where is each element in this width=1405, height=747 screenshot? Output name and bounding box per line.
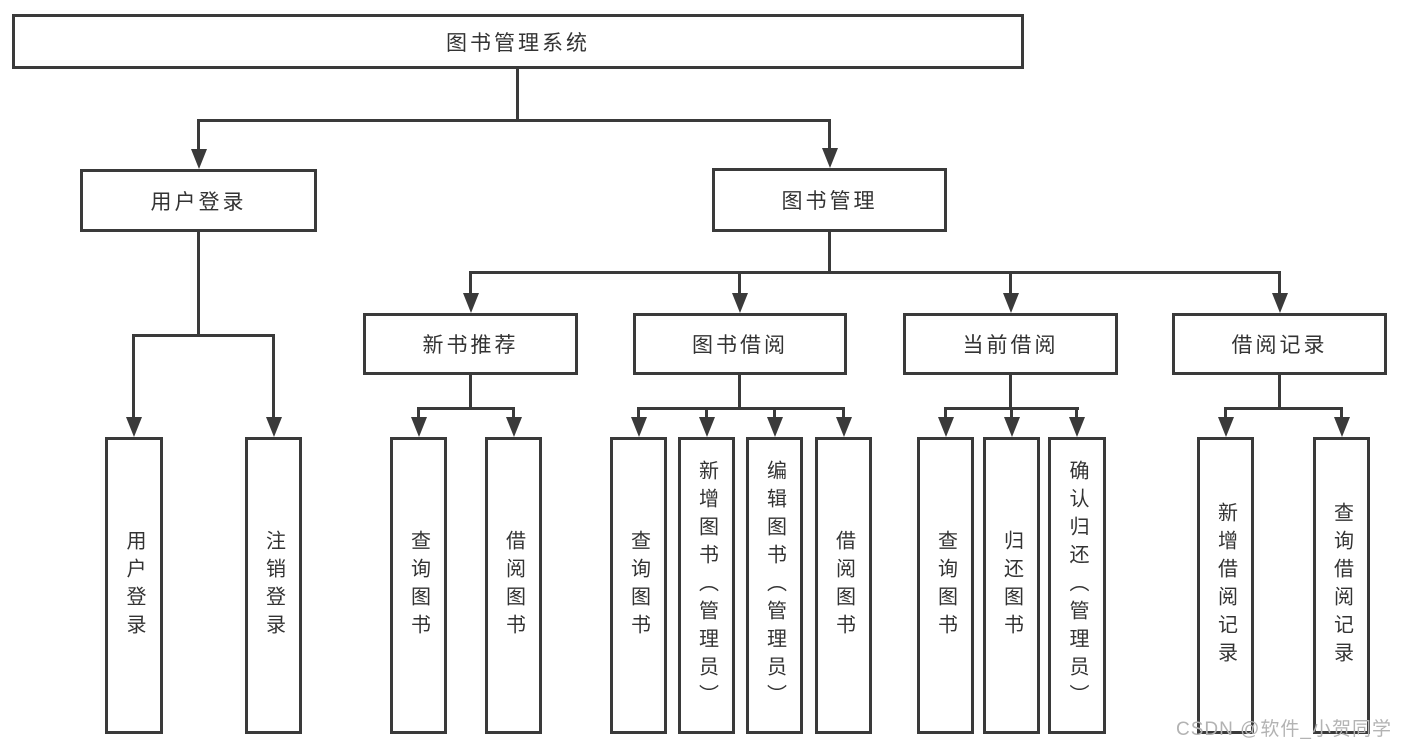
conn-newbooks-bar <box>417 407 515 410</box>
arrow-down-icon-current-query <box>937 417 954 437</box>
arrow-down-icon-records-query <box>1333 417 1350 437</box>
conn-currentborrow-stub-2 <box>1010 407 1013 418</box>
node-current-borrow-label: 当前借阅 <box>962 334 1059 357</box>
conn-userlogin-bar <box>132 334 275 337</box>
node-book-borrow: 图书借阅 <box>633 313 847 375</box>
conn-userlogin-stub-1 <box>132 334 135 418</box>
arrow-down-icon-leaf-logout <box>265 417 282 437</box>
leaf-borrow-add-admin: 新增图书（管理员） <box>678 437 735 734</box>
conn-bookmgmt-stub-2 <box>738 271 741 294</box>
node-root-label: 图书管理系统 <box>446 31 590 55</box>
leaf-borrow-borrow-label: 借阅图书 <box>832 529 855 642</box>
node-borrow-records-label: 借阅记录 <box>1231 334 1328 357</box>
arrow-down-icon-borrow-edit <box>766 417 783 437</box>
leaf-user-login: 用户登录 <box>105 437 163 734</box>
conn-bookborrow-stub-3 <box>773 407 776 418</box>
leaf-newbooks-borrow: 借阅图书 <box>485 437 542 734</box>
leaf-newbooks-query-label: 查询图书 <box>407 529 430 642</box>
node-new-book-recommend-label: 新书推荐 <box>422 334 519 357</box>
conn-bookmgmt-stub-1 <box>469 271 472 294</box>
conn-newbooks-stub-2 <box>512 407 515 418</box>
leaf-current-return: 归还图书 <box>983 437 1040 734</box>
leaf-borrow-edit-admin: 编辑图书（管理员） <box>746 437 803 734</box>
leaf-newbooks-query: 查询图书 <box>390 437 447 734</box>
arrow-down-icon-borrow-records <box>1271 293 1288 313</box>
leaf-borrow-borrow: 借阅图书 <box>815 437 872 734</box>
arrow-down-icon-book-borrow <box>731 293 748 313</box>
arrow-down-icon-leaf-user-login <box>125 417 142 437</box>
conn-currentborrow-vertical <box>1009 375 1012 408</box>
leaf-borrow-query-label: 查询图书 <box>627 529 650 642</box>
arrow-down-icon-new-books <box>462 293 479 313</box>
conn-root-bar <box>197 119 831 122</box>
conn-bookborrow-stub-4 <box>842 407 845 418</box>
arrow-down-icon-newbooks-borrow <box>505 417 522 437</box>
arrow-down-icon-current-borrow <box>1002 293 1019 313</box>
conn-root-stub-left <box>197 119 200 150</box>
leaf-logout: 注销登录 <box>245 437 302 734</box>
node-user-login-label: 用户登录 <box>150 190 247 214</box>
conn-bookmgmt-bar <box>469 271 1281 274</box>
leaf-records-add-label: 新增借阅记录 <box>1214 501 1237 670</box>
arrow-down-icon-current-confirm <box>1068 417 1085 437</box>
conn-currentborrow-stub-1 <box>944 407 947 418</box>
node-book-management: 图书管理 <box>712 168 947 232</box>
leaf-records-query-label: 查询借阅记录 <box>1330 501 1353 670</box>
node-root: 图书管理系统 <box>12 14 1024 69</box>
conn-records-bar <box>1224 407 1343 410</box>
conn-userlogin-stub-2 <box>272 334 275 418</box>
conn-bookborrow-stub-2 <box>705 407 708 418</box>
arrow-down-icon-newbooks-query <box>410 417 427 437</box>
leaf-current-confirm-admin-label: 确认归还（管理员） <box>1066 459 1088 712</box>
leaf-logout-label: 注销登录 <box>262 529 285 642</box>
leaf-current-confirm-admin: 确认归还（管理员） <box>1048 437 1106 734</box>
node-current-borrow: 当前借阅 <box>903 313 1118 375</box>
leaf-records-query: 查询借阅记录 <box>1313 437 1370 734</box>
leaf-current-query: 查询图书 <box>917 437 974 734</box>
leaf-records-add: 新增借阅记录 <box>1197 437 1254 734</box>
leaf-borrow-query: 查询图书 <box>610 437 667 734</box>
conn-root-vertical <box>516 68 519 119</box>
node-book-management-label: 图书管理 <box>781 190 878 213</box>
conn-newbooks-stub-1 <box>417 407 420 418</box>
leaf-user-login-label: 用户登录 <box>123 529 145 642</box>
conn-bookborrow-bar <box>637 407 845 410</box>
node-book-borrow-label: 图书借阅 <box>692 334 788 357</box>
conn-root-stub-right <box>828 119 831 150</box>
conn-userlogin-vertical <box>197 232 200 335</box>
conn-bookmgmt-vertical <box>828 232 831 272</box>
node-new-book-recommend: 新书推荐 <box>363 313 578 375</box>
conn-newbooks-vertical <box>469 375 472 408</box>
conn-records-stub-1 <box>1224 407 1227 418</box>
leaf-current-return-label: 归还图书 <box>1000 529 1023 642</box>
conn-records-stub-2 <box>1340 407 1343 418</box>
leaf-borrow-edit-admin-label: 编辑图书（管理员） <box>763 459 786 712</box>
watermark: CSDN @软件_小贺同学 <box>1176 719 1392 740</box>
arrow-down-icon-borrow-borrow <box>835 417 852 437</box>
conn-bookmgmt-stub-3 <box>1009 271 1012 294</box>
conn-bookborrow-vertical <box>738 375 741 408</box>
conn-currentborrow-stub-3 <box>1075 407 1078 418</box>
arrow-down-icon-user-login <box>190 149 207 169</box>
node-borrow-records: 借阅记录 <box>1172 313 1387 375</box>
conn-bookmgmt-stub-4 <box>1278 271 1281 294</box>
leaf-current-query-label: 查询图书 <box>934 529 957 642</box>
leaf-newbooks-borrow-label: 借阅图书 <box>502 529 525 642</box>
conn-records-vertical <box>1278 375 1281 408</box>
conn-bookborrow-stub-1 <box>637 407 640 418</box>
arrow-down-icon-borrow-query <box>630 417 647 437</box>
arrow-down-icon-borrow-add <box>698 417 715 437</box>
arrow-down-icon-records-add <box>1217 417 1234 437</box>
arrow-down-icon-book-management <box>821 148 838 168</box>
node-user-login: 用户登录 <box>80 169 317 232</box>
leaf-borrow-add-admin-label: 新增图书（管理员） <box>695 459 718 712</box>
arrow-down-icon-current-return <box>1003 417 1020 437</box>
